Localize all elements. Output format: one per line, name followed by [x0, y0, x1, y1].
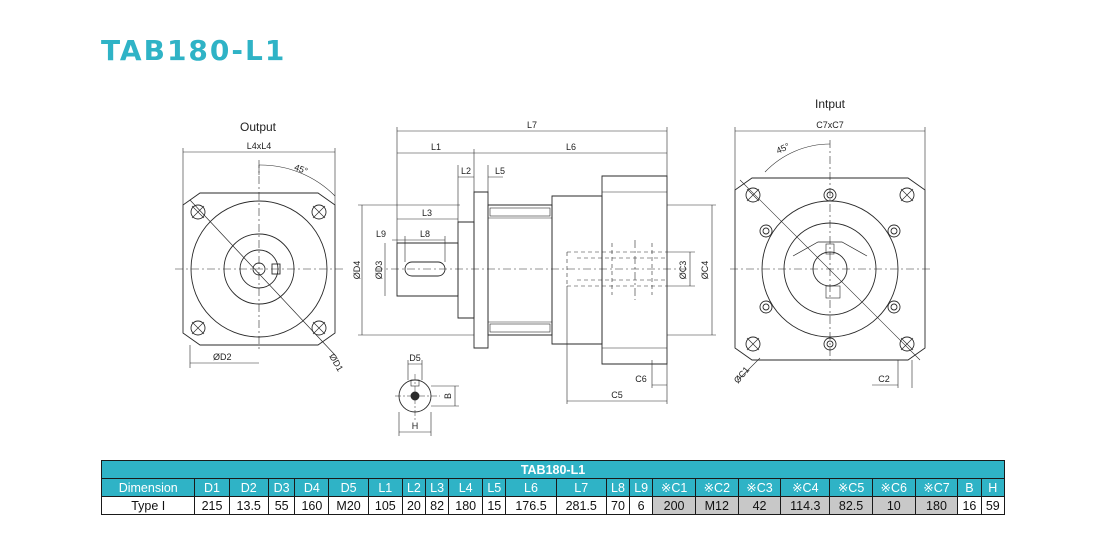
- dim-c5-label: C5: [611, 390, 623, 400]
- table-header-row: TAB180-L1: [101, 460, 1005, 479]
- dim-c6-label: C6: [635, 374, 647, 384]
- dim-d3-label: ØD3: [374, 261, 384, 280]
- column-header: ※C5: [829, 478, 873, 497]
- dim-b-label: B: [443, 393, 453, 399]
- angle-input-label: 45°: [775, 141, 792, 156]
- table-cell: 281.5: [555, 496, 607, 515]
- table-cell: 215: [194, 496, 230, 515]
- output-bolt-hole: [190, 204, 206, 220]
- output-view: [175, 148, 345, 368]
- dim-l8-label: L8: [420, 229, 430, 239]
- dim-c2-label: C2: [878, 374, 890, 384]
- column-header: L9: [629, 478, 654, 497]
- table-cell: 10: [871, 496, 916, 515]
- output-bolt-hole: [311, 320, 327, 336]
- dim-l7-label: L7: [527, 120, 537, 130]
- dim-l6-label: L6: [566, 142, 576, 152]
- dim-d1-label: ØD1: [327, 352, 345, 373]
- output-flange-outline: [182, 192, 336, 346]
- output-bolt-hole: [190, 320, 206, 336]
- dim-l4xl4-label: L4xL4: [247, 141, 272, 151]
- column-header: Dimension: [100, 478, 196, 497]
- table-cell: 82.5: [829, 496, 873, 515]
- column-header: ※C1: [652, 478, 696, 497]
- table-cell: M12: [694, 496, 739, 515]
- table-cell: 42: [737, 496, 782, 515]
- column-header: H: [980, 478, 1006, 497]
- table-cell: M20: [328, 496, 369, 515]
- column-header: L8: [605, 478, 631, 497]
- table-cell: 105: [367, 496, 403, 515]
- dim-l9-label: L9: [376, 229, 386, 239]
- dim-l1-label: L1: [431, 142, 441, 152]
- column-header: L5: [482, 478, 507, 497]
- side-view: [358, 127, 716, 404]
- column-header: L2: [401, 478, 427, 497]
- table-cell: 160: [294, 496, 330, 515]
- table-cell: 55: [267, 496, 296, 515]
- table-cell: 200: [652, 496, 696, 515]
- dim-l5-label: L5: [495, 166, 505, 176]
- column-header: D4: [294, 478, 330, 497]
- column-header: L7: [555, 478, 607, 497]
- dim-l3-label: L3: [422, 208, 432, 218]
- dim-d5-label: D5: [409, 353, 421, 363]
- dim-c3-label: ØC3: [678, 261, 688, 280]
- dim-c1-label: ØC1: [732, 365, 752, 386]
- table-cell: 70: [605, 496, 631, 515]
- angle-output-label: 45°: [293, 162, 310, 176]
- column-header: ※C7: [914, 478, 959, 497]
- output-bolt-hole: [311, 204, 327, 220]
- table-cell: 180: [448, 496, 484, 515]
- table-cell: 13.5: [228, 496, 269, 515]
- output-view-label: Output: [240, 120, 277, 134]
- shaft-section-view: [395, 360, 459, 436]
- column-header: L1: [367, 478, 403, 497]
- column-header: D3: [267, 478, 296, 497]
- column-header: L4: [448, 478, 484, 497]
- table-cell: 6: [629, 496, 654, 515]
- column-header: ※C6: [871, 478, 916, 497]
- table-cell: 15: [482, 496, 507, 515]
- table-cell: 20: [401, 496, 427, 515]
- column-header: D1: [194, 478, 230, 497]
- output-shaft: [396, 242, 459, 297]
- table-cell: 16: [957, 496, 982, 515]
- table-cell: 59: [980, 496, 1006, 515]
- table-cell: 82: [424, 496, 450, 515]
- table-cell: 176.5: [505, 496, 557, 515]
- dim-c7xc7-label: C7xC7: [816, 120, 844, 130]
- column-header: L6: [505, 478, 557, 497]
- table-title-cell: TAB180-L1: [101, 460, 1005, 479]
- dim-d2-label: ØD2: [213, 352, 232, 362]
- page-title: TAB180-L1: [101, 34, 287, 67]
- technical-drawing: Output L4xL4 45° ØD1 ØD2 L7 L1 L6 L2 L5 …: [175, 97, 930, 436]
- column-header: B: [957, 478, 982, 497]
- column-header: D5: [328, 478, 369, 497]
- dim-d4-label: ØD4: [352, 261, 362, 280]
- dim-h-label: H: [412, 421, 419, 431]
- column-header: ※C4: [780, 478, 831, 497]
- input-view-label: Intput: [815, 97, 846, 111]
- table-cell: Type I: [100, 496, 196, 515]
- input-view: [730, 127, 930, 388]
- input-flange-outline: [734, 177, 926, 361]
- column-header: ※C3: [737, 478, 782, 497]
- column-header: ※C2: [694, 478, 739, 497]
- table-cell: 114.3: [780, 496, 831, 515]
- dim-c4-label: ØC4: [700, 261, 710, 280]
- column-header: L3: [424, 478, 450, 497]
- table-cell: 180: [914, 496, 959, 515]
- column-header: D2: [228, 478, 269, 497]
- dim-l2-label: L2: [461, 166, 471, 176]
